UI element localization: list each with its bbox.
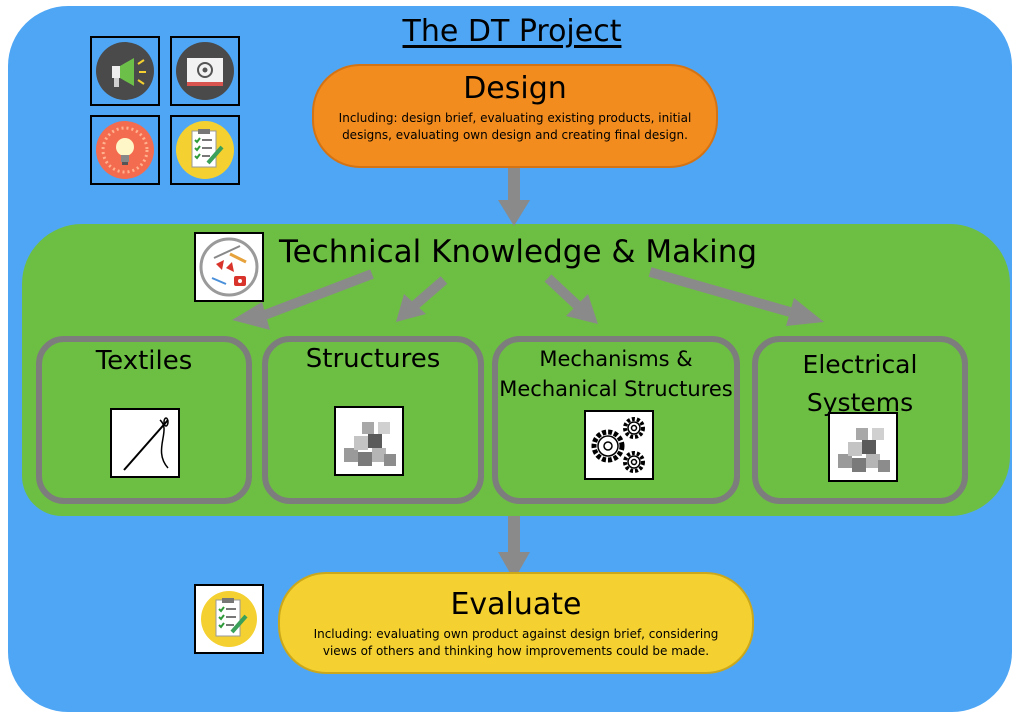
design-heading: Design — [463, 71, 567, 106]
checklist-icon — [170, 115, 240, 185]
arrow-to-textiles — [260, 269, 374, 321]
design-description: Including: design brief, evaluating exis… — [338, 111, 692, 142]
electrical-label: Electrical Systems — [802, 350, 918, 417]
textiles-label: Textiles — [95, 346, 193, 376]
needle-thread-icon — [110, 408, 180, 478]
arrow-to-mechanisms — [544, 274, 582, 310]
arrow-technical-to-evaluate — [508, 516, 520, 556]
evaluate-box: Evaluate Including: evaluating own produ… — [278, 572, 754, 674]
mechanisms-label: Mechanisms & Mechanical Structures — [499, 347, 733, 401]
arrow-design-to-technical — [508, 168, 520, 202]
blueprint-icon — [170, 36, 240, 106]
blocks-icon — [828, 412, 898, 482]
tools-icon — [194, 232, 264, 302]
evaluate-heading: Evaluate — [450, 587, 582, 622]
gears-icon — [584, 410, 654, 480]
megaphone-icon — [90, 36, 160, 106]
lightbulb-icon — [90, 115, 160, 185]
checklist-icon — [194, 584, 264, 654]
technical-heading: Technical Knowledge & Making — [278, 234, 758, 270]
evaluate-description: Including: evaluating own product agains… — [313, 627, 719, 658]
design-box: Design Including: design brief, evaluati… — [312, 64, 718, 168]
blocks-icon — [334, 406, 404, 476]
arrow-to-structures — [410, 276, 448, 310]
arrow-to-electrical — [648, 267, 792, 317]
page-title: The DT Project — [402, 14, 622, 49]
structures-label: Structures — [305, 344, 441, 374]
